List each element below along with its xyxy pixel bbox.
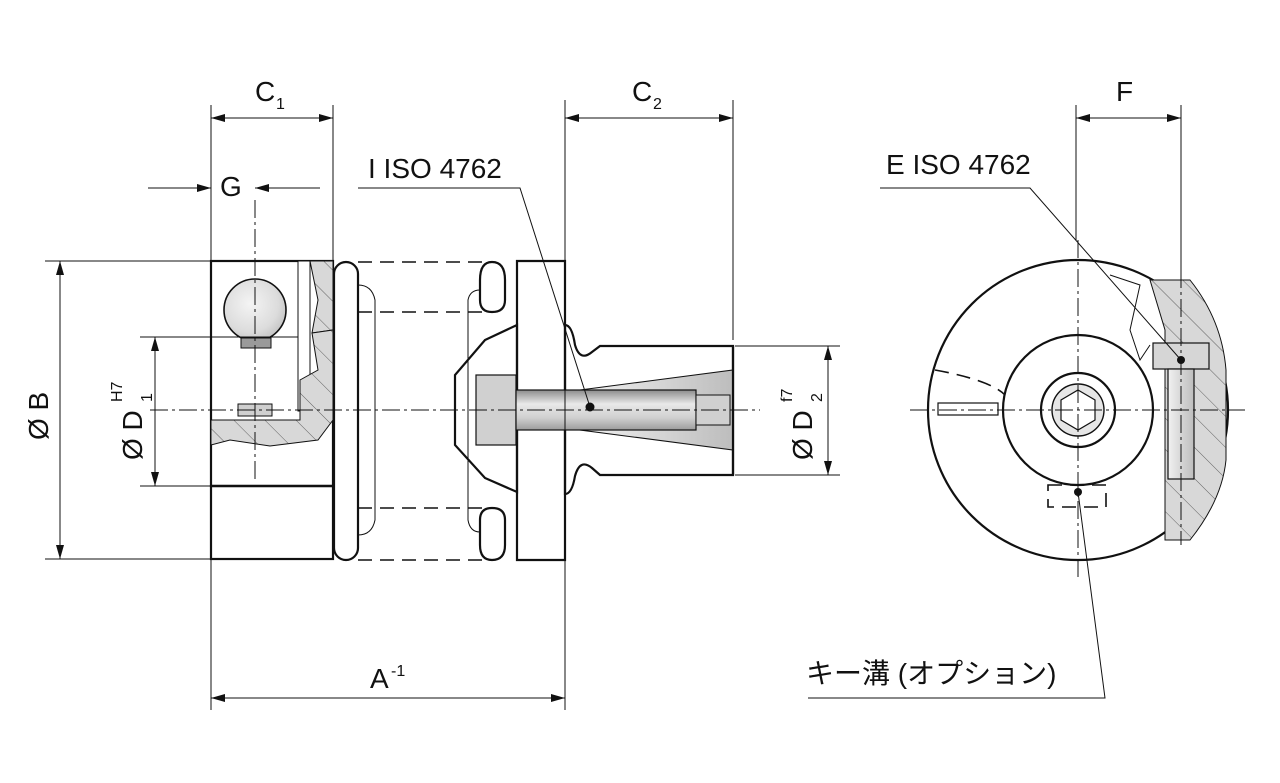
label-d2-sub: 2 — [809, 393, 826, 402]
label-c1-sub: 1 — [276, 96, 285, 113]
label-d2-group: Ø D 2 f7 — [779, 389, 826, 460]
label-c2-sub: 2 — [653, 96, 662, 113]
label-a-sup: -1 — [391, 663, 405, 680]
label-g: G — [220, 171, 242, 202]
label-d1-sub: 1 — [139, 393, 156, 402]
label-d1-sup: H7 — [109, 381, 126, 402]
label-c1: C — [255, 76, 275, 107]
label-a: A — [370, 663, 389, 694]
label-f: F — [1116, 76, 1133, 107]
dimension-labels: C 1 C 2 F G Ø B Ø D 1 H7 Ø D 2 f7 A -1 I… — [23, 76, 1133, 694]
elastomer-spider — [332, 260, 507, 562]
label-d2-sup: f7 — [779, 389, 796, 402]
callout-screw-e: E ISO 4762 — [886, 149, 1031, 180]
label-d1-group: Ø D 1 H7 — [109, 381, 156, 460]
label-b: Ø B — [23, 392, 54, 440]
label-c2: C — [632, 76, 652, 107]
callout-screw-i: I ISO 4762 — [368, 153, 502, 184]
callout-keyway: キー溝 (オプション) — [806, 658, 1056, 689]
label-d2: Ø D — [787, 410, 818, 460]
dimension-lines — [45, 100, 1182, 710]
label-d1: Ø D — [117, 410, 148, 460]
side-view — [910, 240, 1245, 580]
